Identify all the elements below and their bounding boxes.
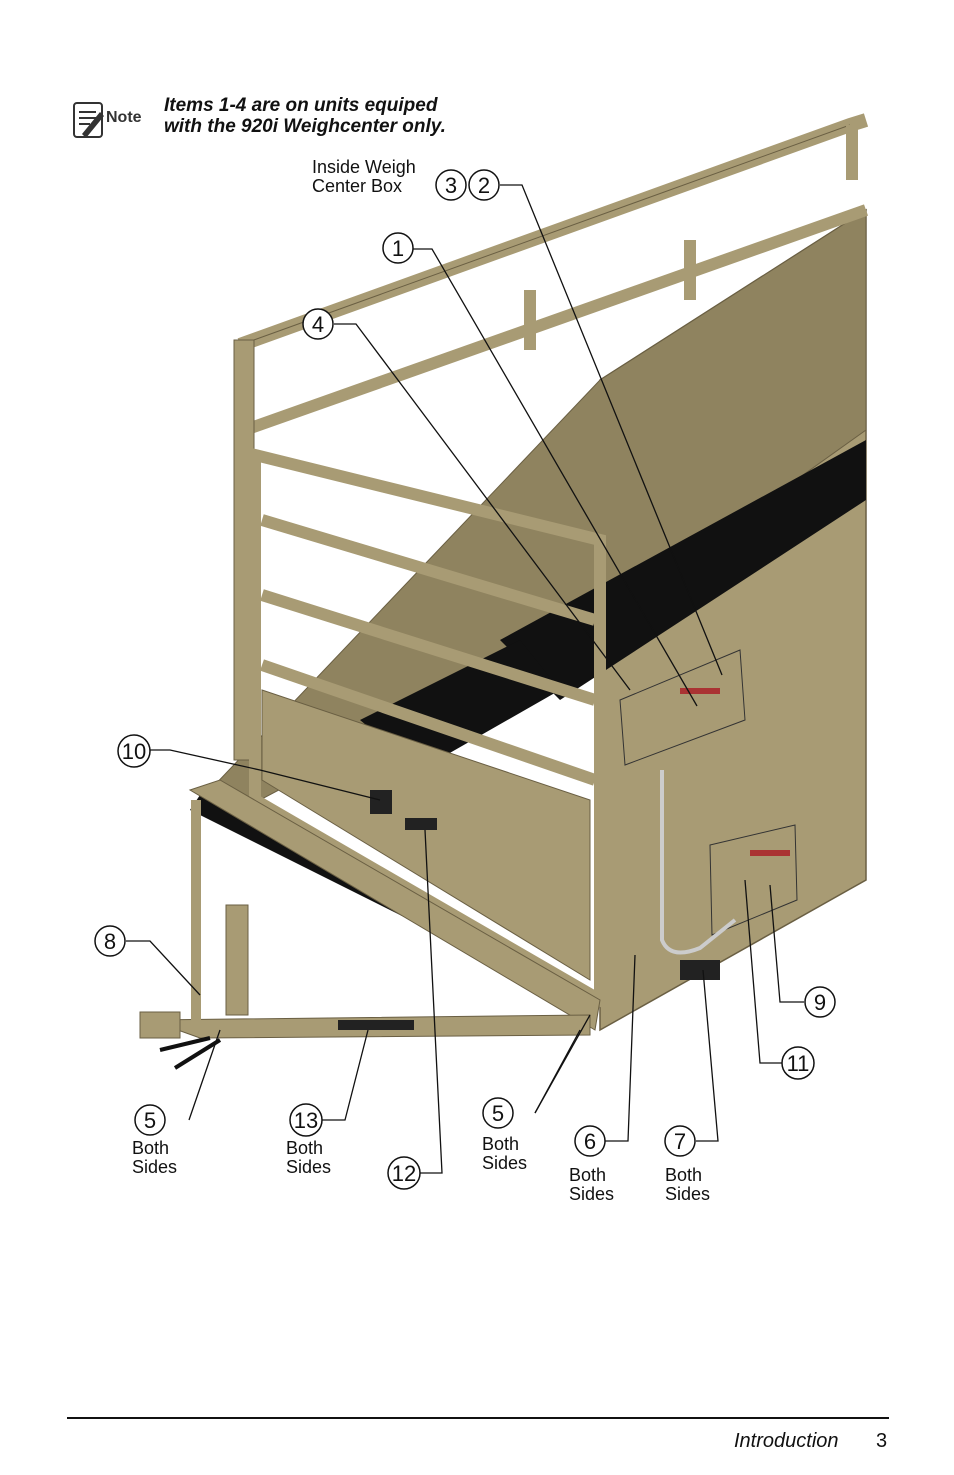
- sides-text: Sides: [665, 1184, 711, 1204]
- callout-7: [664, 1125, 696, 1157]
- inside-box-label-line-1: Inside Weigh: [312, 157, 416, 177]
- callout-9-text: 9: [814, 990, 826, 1015]
- callout-6-text: 6: [584, 1129, 596, 1154]
- note-line-2: with the 920i Weighcenter only.: [164, 116, 446, 137]
- callout-1-text: 1: [392, 236, 404, 261]
- callout-9: [804, 986, 836, 1018]
- callout-11: [781, 1046, 815, 1080]
- callout-2: [468, 169, 500, 201]
- sides-text: Sides: [482, 1153, 528, 1173]
- inside-box-label: Inside Weigh Center Box: [312, 158, 416, 196]
- callout-8-text: 8: [104, 929, 116, 954]
- callout-5b: [482, 1097, 514, 1129]
- callout-12-text: 12: [392, 1161, 416, 1186]
- callout-12: [387, 1156, 421, 1190]
- callout-5b-text: 5: [492, 1101, 504, 1126]
- both-text: Both: [482, 1134, 520, 1154]
- callout-4-text: 4: [312, 312, 324, 337]
- callout-6: [574, 1125, 606, 1157]
- callout-3: [435, 169, 467, 201]
- note-text: Items 1-4 are on units equiped with the …: [164, 95, 446, 137]
- scale-illustration: 1 2 3 4 5 5 6 7 8 9 10 11 12 13: [94, 113, 869, 1190]
- note-line-1: Items 1-4 are on units equiped: [164, 95, 438, 116]
- mat-strip-1: [500, 440, 866, 700]
- footer-section-title: Introduction: [734, 1430, 839, 1452]
- note-icon: Note: [72, 98, 152, 142]
- note-label: Note: [106, 109, 142, 126]
- callout-10-text: 10: [122, 739, 146, 764]
- callout-3-text: 3: [445, 173, 457, 198]
- callout-10: [117, 734, 151, 768]
- callout-13-text: 13: [294, 1108, 318, 1133]
- callout-8: [94, 925, 126, 957]
- callout-4: [302, 308, 334, 340]
- both-sides-5b: Both Sides: [482, 1135, 527, 1173]
- both-sides-5a: Both Sides: [132, 1139, 177, 1177]
- both-text: Both: [569, 1165, 607, 1185]
- both-sides-6: Both Sides: [569, 1166, 614, 1204]
- both-text: Both: [665, 1165, 703, 1185]
- both-sides-7: Both Sides: [665, 1166, 710, 1204]
- callout-13: [289, 1103, 323, 1137]
- callout-2-text: 2: [478, 173, 490, 198]
- page-number: 3: [876, 1430, 888, 1452]
- footer-rule: [67, 1417, 889, 1419]
- callout-7-text: 7: [674, 1129, 686, 1154]
- both-text: Both: [286, 1138, 324, 1158]
- both-text: Both: [132, 1138, 170, 1158]
- callout-5a-text: 5: [144, 1108, 156, 1133]
- callout-1: [382, 232, 414, 264]
- both-sides-13: Both Sides: [286, 1139, 331, 1177]
- sides-text: Sides: [569, 1184, 615, 1204]
- callout-5a: [134, 1104, 166, 1136]
- inside-box-label-line-2: Center Box: [312, 176, 403, 196]
- callout-11-text: 11: [787, 1051, 810, 1076]
- sides-text: Sides: [132, 1157, 178, 1177]
- sides-text: Sides: [286, 1157, 332, 1177]
